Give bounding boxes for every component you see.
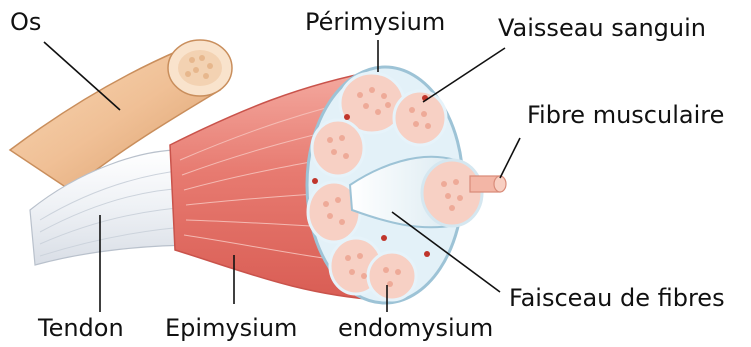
label-fibre-musculaire: Fibre musculaire <box>527 103 724 127</box>
muscle-fiber <box>470 176 506 192</box>
label-os: Os <box>10 10 41 34</box>
label-tendon: Tendon <box>38 316 124 340</box>
label-vaisseau-sanguin: Vaisseau sanguin <box>498 16 706 40</box>
label-perimysium: Périmysium <box>305 10 445 34</box>
label-epimysium: Epimysium <box>165 316 297 340</box>
label-faisceau-de-fibres: Faisceau de fibres <box>509 286 725 310</box>
label-endomysium: endomysium <box>338 316 493 340</box>
